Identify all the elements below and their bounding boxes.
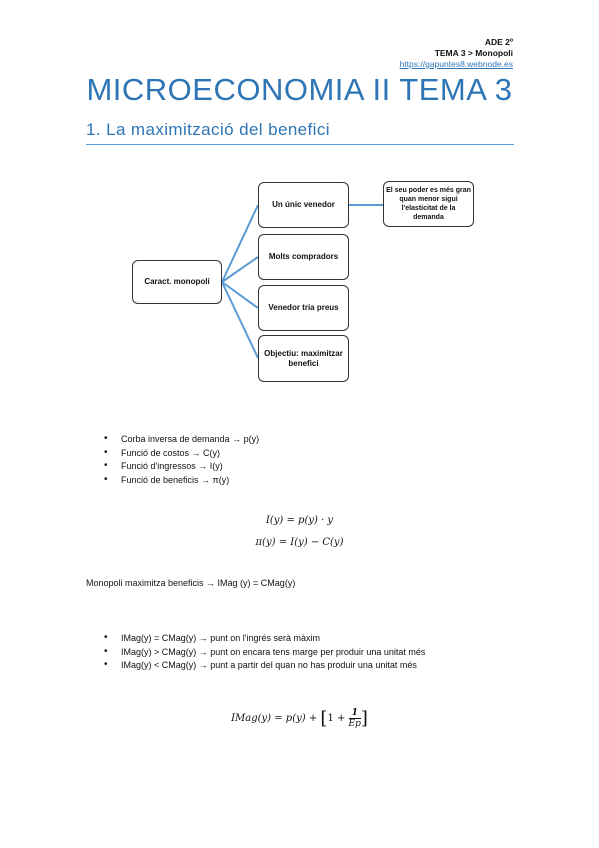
fraction-denominator: Ep (348, 719, 361, 729)
diagram-child-box: Objectiu: maximitzar benefici (258, 335, 349, 382)
list-item: Funció de beneficis → π(y) (104, 474, 259, 489)
connector-3 (221, 281, 259, 309)
bracket-open: [ (320, 708, 328, 729)
conditions-list: IMag(y) = CMag(y) → punt on l'ingrés ser… (104, 632, 425, 674)
header-course: ADE 2º (484, 37, 513, 47)
list-item: IMag(y) > CMag(y) → punt on encara tens … (104, 646, 425, 661)
diagram-child-box: Molts compradors (258, 234, 349, 280)
definitions-list: Corba inversa de demanda → p(y) Funció d… (104, 433, 259, 489)
section-heading: 1. La maximització del benefici (86, 120, 330, 139)
list-item: IMag(y) = CMag(y) → punt on l'ingrés ser… (104, 632, 425, 647)
connector-2 (221, 256, 259, 283)
connector-1 (221, 204, 259, 283)
formula-one: 1 + (327, 713, 349, 724)
list-item: IMag(y) < CMag(y) → punt a partir del qu… (104, 659, 425, 674)
diagram-connectors (221, 204, 383, 359)
section-underline (86, 144, 514, 145)
header-topic: TEMA 3 > Monopoli (434, 48, 513, 58)
header-url-link[interactable]: https://gapuntes8.webnode.es (399, 59, 513, 69)
fraction-numerator: 1 (348, 708, 361, 719)
list-item: Funció de costos → C(y) (104, 447, 259, 462)
formula-profit: π(y) = I(y) − C(y) (255, 537, 344, 548)
formula-left: IMag(y) = p(y) + (231, 713, 321, 724)
bracket-close: ] (360, 708, 368, 729)
formula-income: I(y) = p(y) · y (265, 515, 334, 526)
diagram-child-box: Venedor tria preus (258, 285, 349, 331)
page-title: MICROECONOMIA II TEMA 3 (86, 72, 513, 107)
connector-4 (221, 281, 259, 359)
diagram-note-box: El seu poder es més gran quan menor sigu… (383, 181, 474, 227)
diagram-child-box: Un únic venedor (258, 182, 349, 228)
diagram-root-box: Caract. monopoli (132, 260, 222, 304)
list-item: Funció d'ingressos → I(y) (104, 460, 259, 475)
list-item: Corba inversa de demanda → p(y) (104, 433, 259, 448)
monopoly-statement: Monopoli maximitza beneficis → IMag (y) … (86, 578, 296, 588)
